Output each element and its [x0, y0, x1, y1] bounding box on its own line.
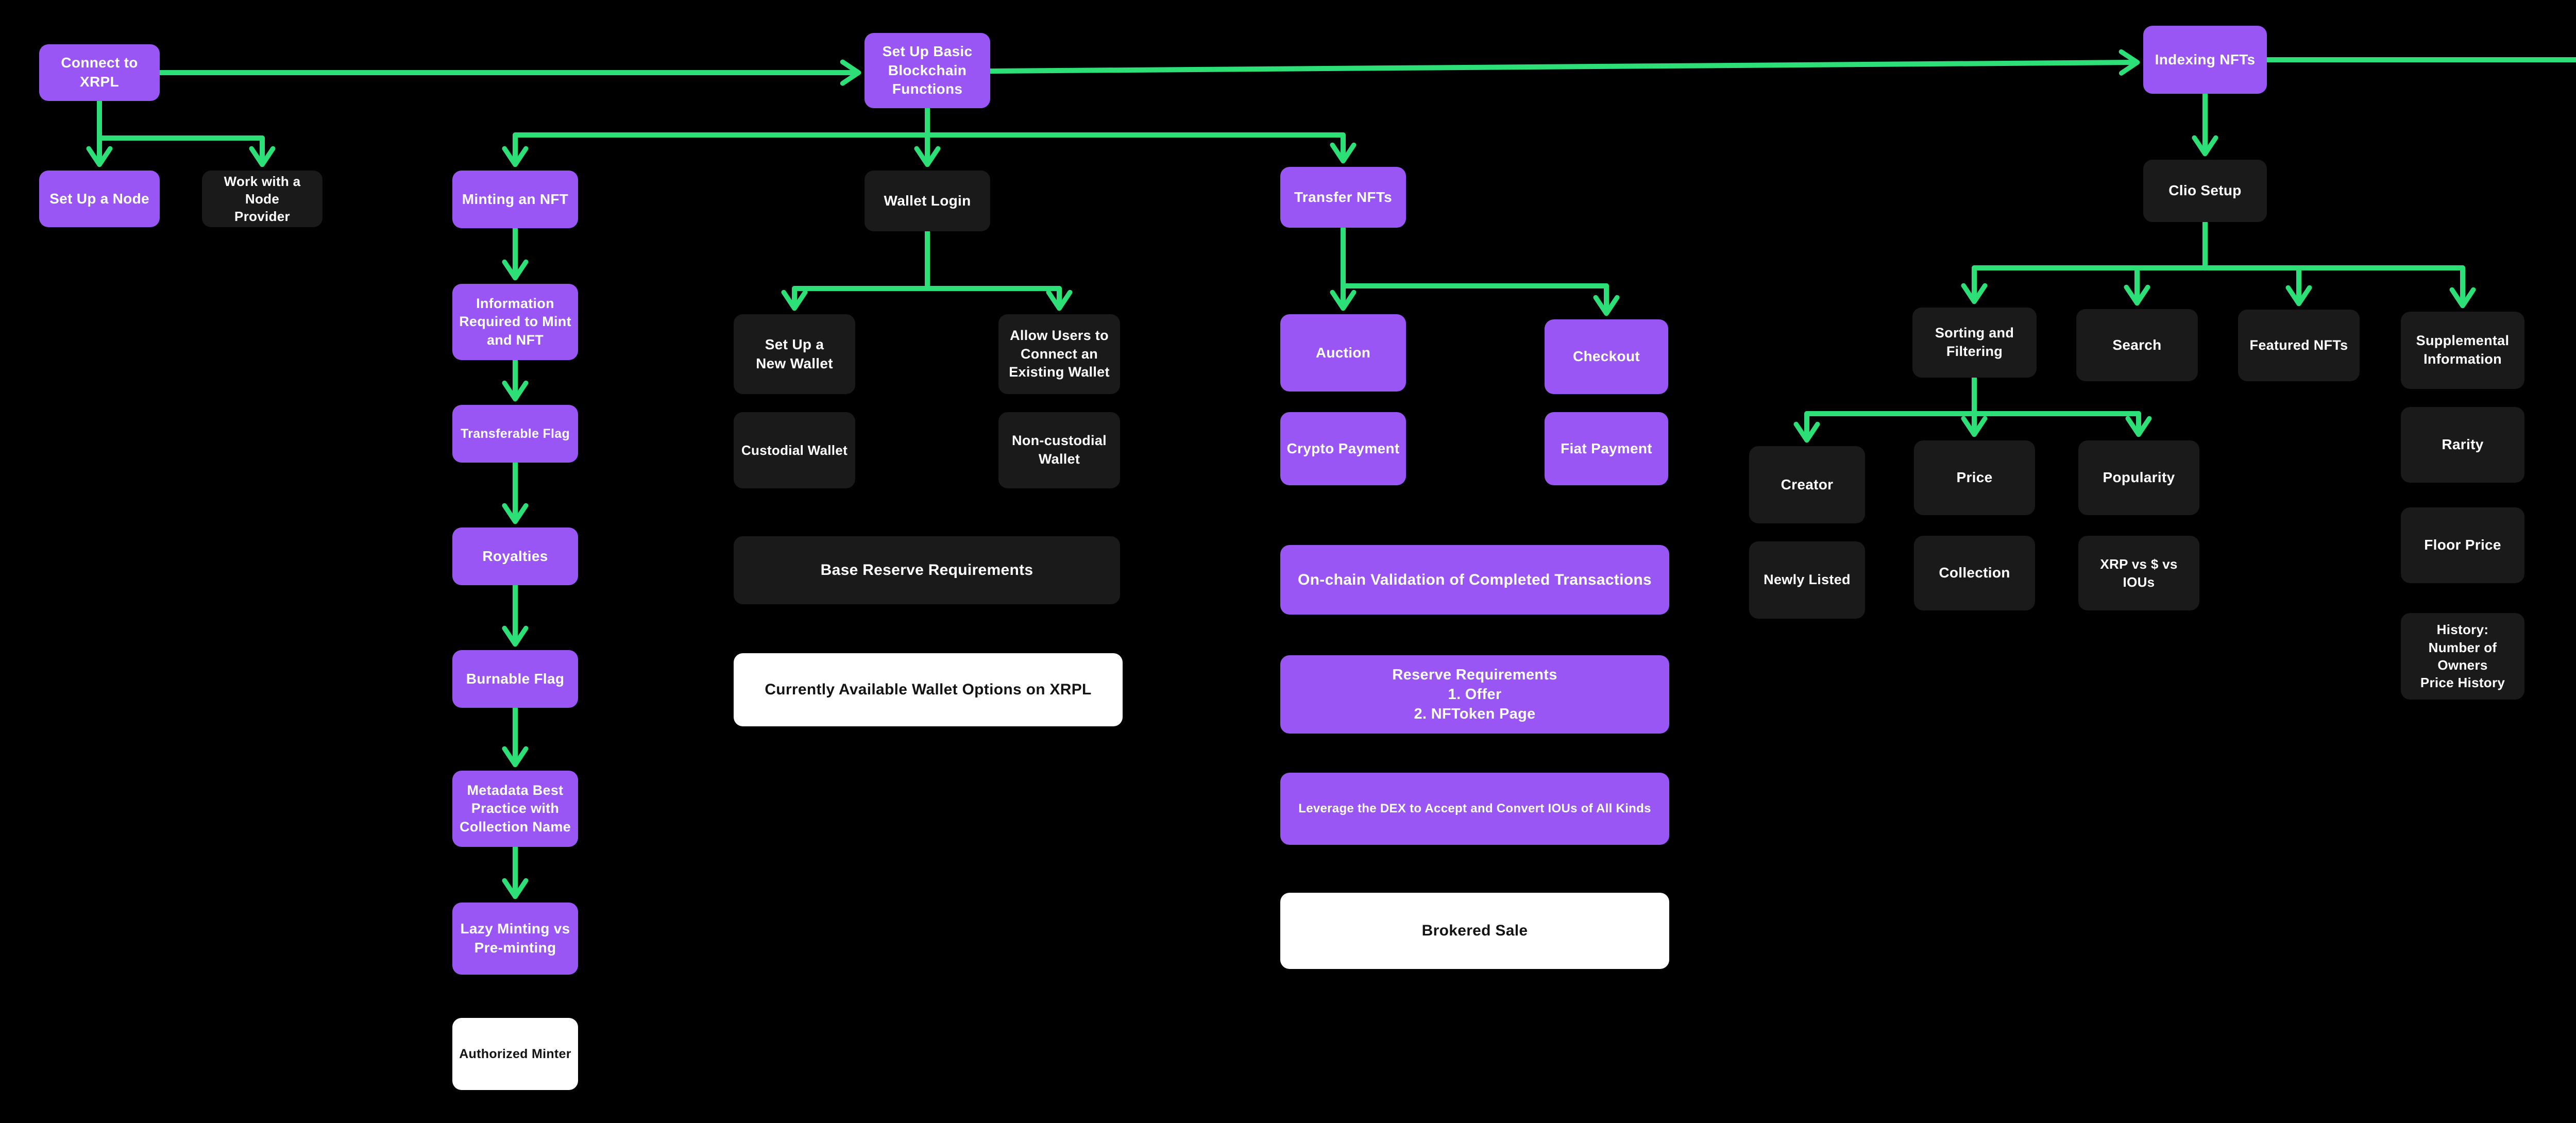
node-lazy-minting-vs-pre-minting[interactable]: Lazy Minting vs Pre-minting: [452, 903, 578, 975]
node-label: Connect to XRPL: [61, 55, 138, 90]
node-label: Featured NFTs: [2249, 337, 2348, 353]
node-connect-to-xrpl[interactable]: Connect to XRPL: [39, 44, 160, 101]
edge-connector: [988, 49, 2140, 76]
node-label: Burnable Flag: [466, 670, 565, 687]
node-label: Currently Available Wallet Options on XR…: [765, 681, 1092, 699]
node-label: Metadata Best Practice with Collection N…: [459, 782, 571, 835]
node-allow-users-to-connect-existing-wallet[interactable]: Allow Users to Connect an Existing Walle…: [998, 314, 1120, 394]
node-label: Non-custodial Wallet: [1012, 433, 1107, 467]
node-label: Transferable Flag: [460, 426, 570, 441]
node-non-custodial-wallet[interactable]: Non-custodial Wallet: [998, 412, 1120, 488]
node-set-up-a-new-wallet[interactable]: Set Up a New Wallet: [734, 314, 855, 394]
node-label: Auction: [1315, 344, 1371, 361]
node-auction[interactable]: Auction: [1280, 314, 1406, 392]
node-label: Fiat Payment: [1561, 440, 1652, 456]
node-supplemental-information[interactable]: Supplemental Information: [2401, 312, 2524, 389]
node-currently-available-wallet-options-on-xrpl[interactable]: Currently Available Wallet Options on XR…: [734, 653, 1123, 726]
node-search[interactable]: Search: [2076, 309, 2198, 381]
node-creator[interactable]: Creator: [1749, 446, 1865, 523]
node-wallet-login[interactable]: Wallet Login: [865, 171, 990, 231]
node-on-chain-validation-of-completed-transactions[interactable]: On-chain Validation of Completed Transac…: [1280, 545, 1669, 615]
node-label: Rarity: [2442, 436, 2484, 453]
node-label: Leverage the DEX to Accept and Convert I…: [1298, 802, 1651, 816]
node-history-owners-price[interactable]: History: Number of Owners Price History: [2401, 613, 2524, 700]
node-label: Work with a Node Provider: [224, 173, 301, 225]
node-label: Set Up Basic Blockchain Functions: [882, 43, 973, 97]
node-label: Reserve Requirements 1. Offer 2. NFToken…: [1392, 666, 1557, 723]
node-crypto-payment[interactable]: Crypto Payment: [1280, 412, 1406, 485]
node-label: Indexing NFTs: [2155, 51, 2256, 67]
node-price[interactable]: Price: [1914, 440, 2035, 515]
node-label: Transfer NFTs: [1294, 189, 1393, 205]
node-label: Allow Users to Connect an Existing Walle…: [1009, 328, 1110, 380]
node-rarity[interactable]: Rarity: [2401, 407, 2524, 483]
node-clio-setup[interactable]: Clio Setup: [2143, 160, 2267, 222]
node-floor-price[interactable]: Floor Price: [2401, 507, 2524, 583]
node-label: Creator: [1781, 476, 1834, 492]
node-newly-listed[interactable]: Newly Listed: [1749, 541, 1865, 619]
node-label: Wallet Login: [884, 192, 971, 209]
node-label: Minting an NFT: [462, 191, 569, 207]
node-label: Supplemental Information: [2416, 333, 2510, 367]
node-transferable-flag[interactable]: Transferable Flag: [452, 405, 578, 463]
node-indexing-nfts[interactable]: Indexing NFTs: [2143, 26, 2267, 94]
node-label: Custodial Wallet: [741, 442, 848, 458]
node-information-required-to-mint[interactable]: Information Required to Mint and NFT: [452, 284, 578, 360]
node-authorized-minter[interactable]: Authorized Minter: [452, 1018, 578, 1090]
node-minting-an-nft[interactable]: Minting an NFT: [452, 171, 578, 228]
node-label: Newly Listed: [1764, 572, 1851, 588]
node-leverage-the-dex[interactable]: Leverage the DEX to Accept and Convert I…: [1280, 773, 1669, 845]
node-metadata-best-practice[interactable]: Metadata Best Practice with Collection N…: [452, 771, 578, 847]
node-label: Brokered Sale: [1421, 922, 1528, 940]
node-label: Clio Setup: [2168, 182, 2242, 199]
node-base-reserve-requirements[interactable]: Base Reserve Requirements: [734, 536, 1120, 604]
node-label: Set Up a New Wallet: [756, 336, 833, 371]
node-fiat-payment[interactable]: Fiat Payment: [1545, 412, 1668, 485]
node-label: History: Number of Owners Price History: [2420, 622, 2505, 691]
node-label: On-chain Validation of Completed Transac…: [1298, 571, 1652, 588]
node-label: Crypto Payment: [1286, 440, 1400, 456]
node-label: Lazy Minting vs Pre-minting: [460, 921, 570, 956]
node-xrp-vs-usd-vs-ious[interactable]: XRP vs $ vs IOUs: [2078, 536, 2199, 610]
node-set-up-a-node[interactable]: Set Up a Node: [39, 171, 160, 227]
node-collection[interactable]: Collection: [1914, 536, 2035, 610]
node-label: Collection: [1939, 565, 2010, 581]
node-featured-nfts[interactable]: Featured NFTs: [2238, 310, 2360, 381]
node-transfer-nfts[interactable]: Transfer NFTs: [1280, 167, 1406, 228]
node-custodial-wallet[interactable]: Custodial Wallet: [734, 412, 855, 488]
node-brokered-sale[interactable]: Brokered Sale: [1280, 893, 1669, 969]
node-work-with-a-node-provider[interactable]: Work with a Node Provider: [202, 171, 323, 227]
node-label: Information Required to Mint and NFT: [459, 295, 571, 348]
node-label: Set Up a Node: [49, 190, 149, 207]
node-label: XRP vs $ vs IOUs: [2100, 556, 2178, 590]
node-label: Floor Price: [2424, 537, 2501, 553]
node-burnable-flag[interactable]: Burnable Flag: [452, 650, 578, 708]
edge-connector: [97, 98, 265, 141]
node-checkout[interactable]: Checkout: [1545, 319, 1668, 394]
node-label: Base Reserve Requirements: [820, 562, 1033, 579]
node-label: Authorized Minter: [459, 1046, 571, 1061]
node-label: Search: [2112, 336, 2162, 353]
node-royalties[interactable]: Royalties: [452, 528, 578, 585]
node-set-up-basic-blockchain-functions[interactable]: Set Up Basic Blockchain Functions: [865, 33, 990, 108]
node-label: Royalties: [482, 548, 548, 564]
node-label: Sorting and Filtering: [1935, 325, 2014, 359]
node-label: Checkout: [1573, 348, 1640, 365]
node-label: Popularity: [2103, 469, 2175, 486]
node-label: Price: [1956, 469, 1993, 486]
node-popularity[interactable]: Popularity: [2078, 440, 2199, 515]
node-reserve-requirements[interactable]: Reserve Requirements 1. Offer 2. NFToken…: [1280, 655, 1669, 734]
node-sorting-and-filtering[interactable]: Sorting and Filtering: [1912, 308, 2037, 378]
